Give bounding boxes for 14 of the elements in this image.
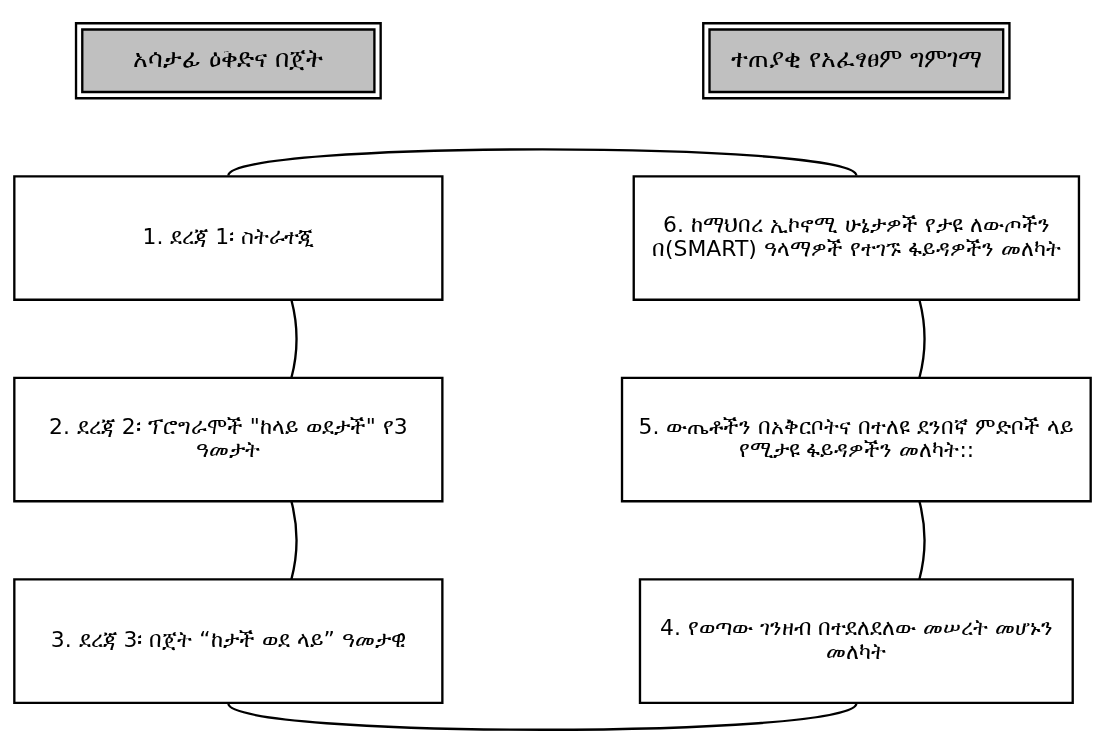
node-box: 6. ከማህበረ ኢኮኖሚ ሁኔታዎች የታዩ ለውጦችን በ(SMART) ዓላማዎች የተገኙ ፋይዳዎችን መለካት [632,175,1081,301]
node-box: 1. ደረጃ 1፡ ስትራተጂ [13,175,444,301]
connector [227,148,857,177]
connector [290,299,298,379]
node-box: ተጠያቂ የአፈፃፀም ግምገማ [702,22,1011,100]
connector [227,702,857,731]
connector [290,501,298,580]
node-box: 3. ደረጃ 3፡ በጀት “ከታች ወደ ላይ” ዓመታዊ [13,578,444,704]
connector [918,501,926,580]
node-box: 5. ውጤቶችን በአቅርቦትና በተለዩ ደንበኛ ምድቦች ላይ የሚታዩ ፋይዳዎችን መለካት:: [620,376,1092,503]
connector [918,299,926,379]
node-box: አሳታፊ ዕቅድና በጀት [74,22,382,100]
node-box: 4. የወጣው ገንዘብ በተደለደለው መሠረት መሆኑን መለካት [638,578,1074,704]
node-box: 2. ደረጃ 2፡ ፕሮግራሞች "ከላይ ወደታች" የ3 ዓመታት [13,376,444,503]
